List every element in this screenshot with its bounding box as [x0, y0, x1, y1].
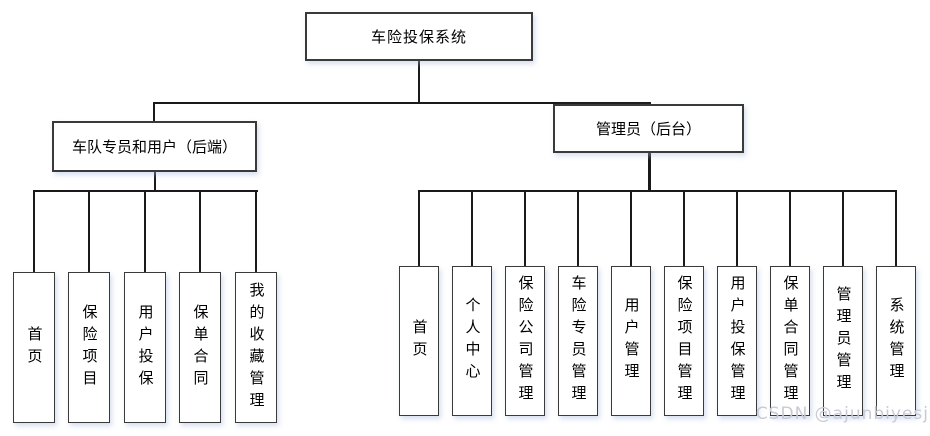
node-branch-admin: 管理员（后台） [553, 104, 744, 153]
leaf-label: 首页 [25, 325, 44, 370]
connector-leaf-stub [418, 190, 420, 266]
connector-leaf-stub [630, 190, 632, 266]
node-branch-fleet-user: 车队专员和用户（后端） [52, 121, 257, 172]
connector-leaf-stub [524, 190, 526, 266]
node-root: 车险投保系统 [305, 12, 533, 61]
connector-right-down [648, 153, 651, 192]
connector-left-down [154, 172, 156, 192]
connector-leaf-stub [683, 190, 685, 266]
node-leaf-insurance-project: 保险项目 [68, 272, 110, 423]
leaf-label: 保险项目管理 [675, 275, 694, 407]
connector-leaf-stub [255, 190, 257, 272]
leaf-label: 用户管理 [622, 297, 641, 385]
connector-root-vertical [418, 61, 420, 104]
node-leaf-user-mgmt: 用户管理 [611, 266, 651, 416]
connector-leaf-stub [88, 190, 90, 272]
node-leaf-admin-mgmt: 管理员管理 [823, 266, 863, 416]
leaf-label: 保单合同 [191, 303, 210, 392]
connector-left-branch-stub [153, 102, 155, 122]
connector-leaf-stub [736, 190, 738, 266]
connector-leaf-stub [199, 190, 201, 272]
connector-right-leaf-rail [418, 190, 897, 192]
leaf-label: 首页 [410, 319, 429, 363]
connector-leaf-stub [842, 190, 844, 266]
connector-leaf-stub [144, 190, 146, 272]
node-leaf-my-favorites: 我的收藏管理 [235, 272, 277, 423]
leaf-label: 管理员管理 [834, 286, 853, 396]
leaf-label: 保险公司管理 [516, 275, 535, 407]
node-leaf-user-insure-mgmt: 用户投保管理 [717, 266, 757, 416]
node-leaf-home-admin: 首页 [399, 266, 439, 416]
node-leaf-policy-contract: 保单合同 [179, 272, 221, 423]
leaf-label: 车险专员管理 [569, 275, 588, 407]
node-leaf-system-mgmt: 系统管理 [876, 266, 916, 416]
node-leaf-policy-contract-mgmt: 保单合同管理 [770, 266, 810, 416]
node-leaf-specialist-mgmt: 车险专员管理 [558, 266, 598, 416]
connector-leaf-stub [895, 190, 897, 266]
leaf-label: 用户投保管理 [728, 275, 747, 407]
leaf-label: 用户投保 [136, 303, 155, 392]
leaf-label: 我的收藏管理 [247, 281, 266, 414]
leaf-label: 系统管理 [887, 297, 906, 385]
connector-leaf-stub [33, 190, 35, 272]
leaf-label: 个人中心 [463, 297, 482, 385]
node-leaf-insurance-project-mgmt: 保险项目管理 [664, 266, 704, 416]
connector-leaf-stub [471, 190, 473, 266]
connector-leaf-stub [577, 190, 579, 266]
node-leaf-insurance-company-mgmt: 保险公司管理 [505, 266, 545, 416]
leaf-label: 保险项目 [80, 303, 99, 392]
connector-leaf-stub [789, 190, 791, 266]
connector-branch-rail [154, 102, 651, 104]
node-leaf-user-insure: 用户投保 [124, 272, 166, 423]
leaf-label: 保单合同管理 [781, 275, 800, 407]
node-leaf-home-user: 首页 [13, 272, 55, 423]
node-leaf-personal-center: 个人中心 [452, 266, 492, 416]
